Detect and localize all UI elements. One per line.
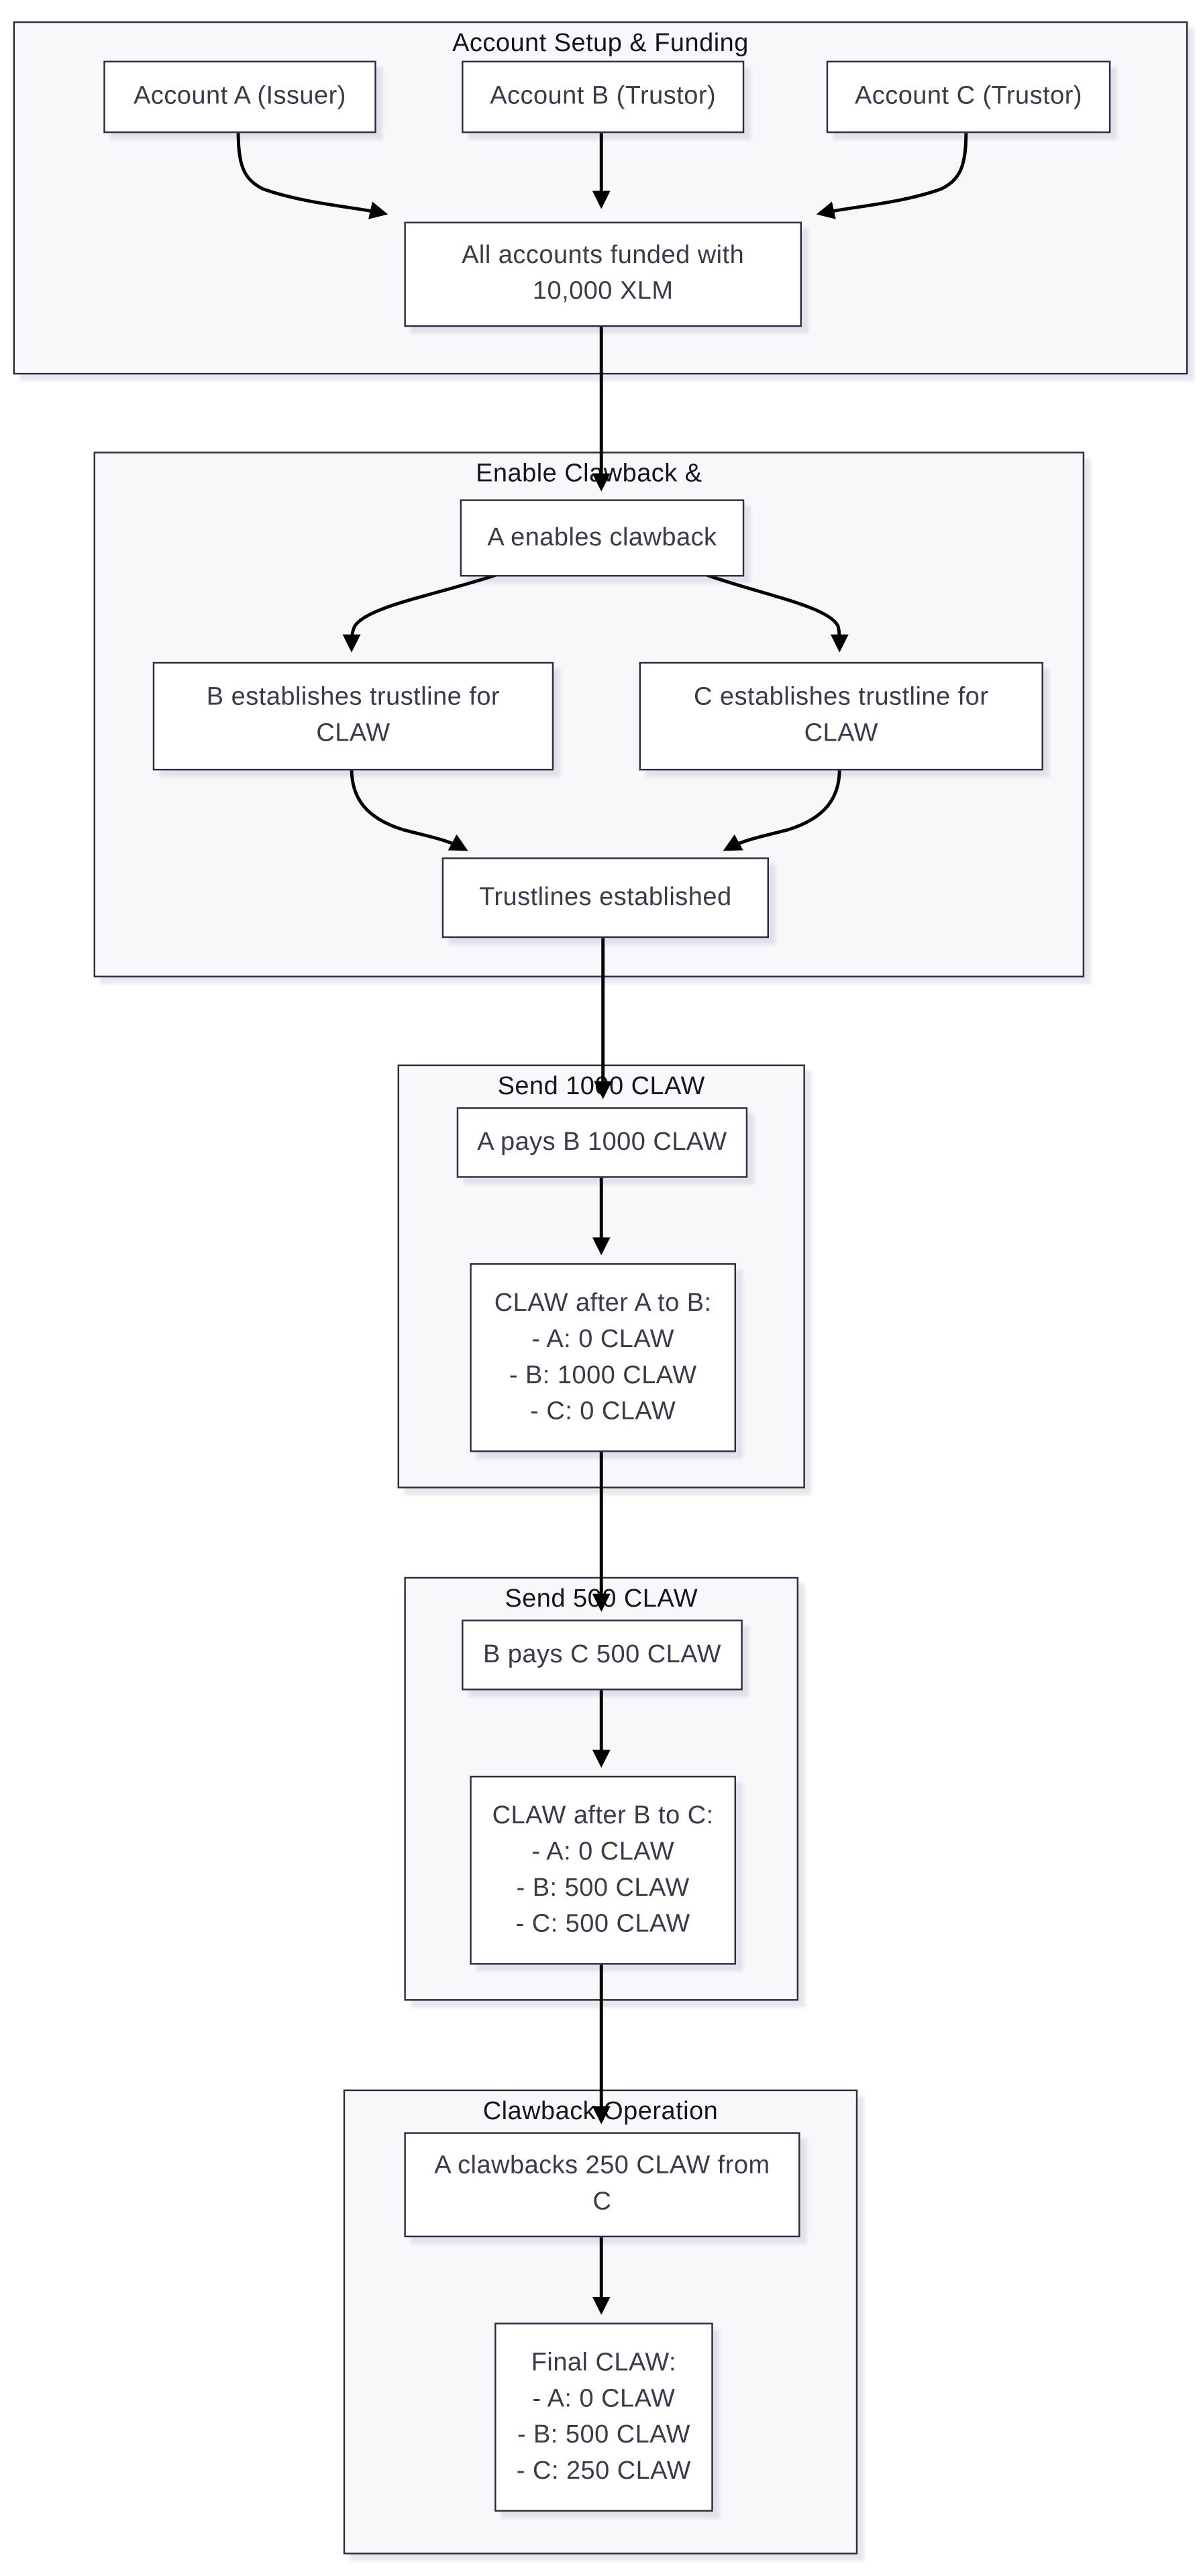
section-title: Enable Clawback & (476, 460, 702, 488)
edge-c-trustline-to-trustlines (723, 768, 841, 851)
node-a-clawbacks-250: A clawbacks 250 CLAW from C (404, 2132, 800, 2238)
node-final-claw: Final CLAW: - A: 0 CLAW - B: 500 CLAW - … (494, 2322, 713, 2512)
edge-a-enables-to-b-trustline (342, 573, 497, 653)
node-label: CLAW after B to C: - A: 0 CLAW - B: 500 … (492, 1801, 714, 1938)
node-label: Account A (Issuer) (134, 82, 346, 111)
node-claw-after-a-to-b: CLAW after A to B: - A: 0 CLAW - B: 1000… (470, 1263, 737, 1452)
node-label: A enables clawback (487, 523, 717, 551)
node-label: A pays B 1000 CLAW (477, 1128, 727, 1156)
node-trustlines-established: Trustlines established (441, 857, 769, 938)
edge-a-enables-to-c-trustline (706, 573, 849, 653)
node-label: A clawbacks 250 CLAW from C (434, 2151, 770, 2216)
node-label: Final CLAW: - A: 0 CLAW - B: 500 CLAW - … (516, 2348, 691, 2485)
node-label: B pays C 500 CLAW (482, 1640, 721, 1668)
node-label: B establishes trustline for CLAW (206, 683, 501, 748)
node-label: C establishes trustline for CLAW (694, 683, 989, 748)
node-label: Account C (Trustor) (854, 82, 1083, 111)
node-claw-after-b-to-c: CLAW after B to C: - A: 0 CLAW - B: 500 … (470, 1776, 737, 1965)
node-account-a: Account A (Issuer) (103, 60, 376, 133)
node-label: CLAW after A to B: - A: 0 CLAW - B: 1000… (494, 1289, 712, 1426)
section-account-setup-funding: Account Setup & Funding Account A (Issue… (13, 21, 1188, 375)
node-account-b: Account B (Trustor) (462, 60, 745, 133)
node-label: All accounts funded with 10,000 XLM (462, 241, 745, 306)
node-label: Account B (Trustor) (490, 82, 717, 111)
section-send-1000-claw: Send 1000 CLAW A pays B 1000 CLAW CLAW a… (397, 1064, 805, 1489)
node-label: Trustlines established (479, 883, 732, 911)
edge-b-trustline-to-trustlines (350, 768, 468, 851)
node-b-pays-c: B pays C 500 CLAW (462, 1619, 743, 1690)
edge-account-c-to-funded (816, 131, 968, 219)
node-c-trustline: C establishes trustline for CLAW (639, 661, 1043, 771)
node-b-trustline: B establishes trustline for CLAW (152, 661, 554, 771)
node-funded: All accounts funded with 10,000 XLM (404, 221, 802, 327)
section-title: Account Setup & Funding (452, 30, 749, 58)
edge-account-a-to-funded (236, 131, 388, 219)
node-account-c: Account C (Trustor) (826, 60, 1111, 133)
node-a-enables-clawback: A enables clawback (460, 499, 745, 577)
section-enable-clawback: Enable Clawback & A enables clawback B e… (93, 451, 1085, 977)
node-a-pays-b: A pays B 1000 CLAW (456, 1107, 748, 1178)
section-clawback-operation: Clawback Operation A clawbacks 250 CLAW … (343, 2089, 858, 2555)
